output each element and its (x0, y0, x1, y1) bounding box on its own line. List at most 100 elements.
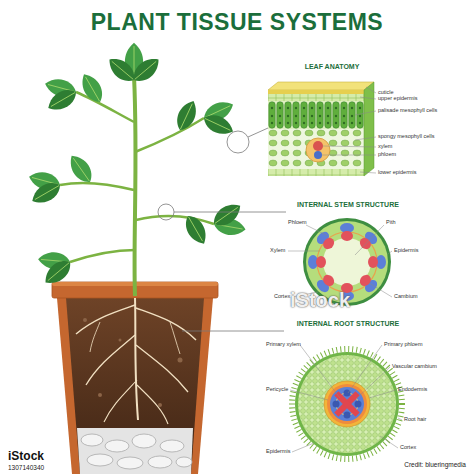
stem-xylem (341, 231, 353, 241)
zoom-circle (158, 204, 174, 220)
leader-line (398, 418, 402, 420)
leaf-side-face (364, 82, 374, 176)
pericycle (327, 384, 367, 424)
root (137, 385, 168, 424)
pot-body (57, 298, 213, 474)
diagram-title: PLANT TISSUE SYSTEMS (0, 9, 474, 36)
part-label: upper epidermis (378, 96, 417, 102)
part-label: Pericycle (266, 387, 288, 393)
part-label: Epidermis (394, 248, 418, 254)
root-hairs (292, 349, 402, 459)
leaf-xylem (313, 141, 323, 151)
root (104, 380, 137, 422)
stem-xylem (358, 273, 374, 289)
leader-line (290, 390, 328, 400)
rock (81, 434, 103, 446)
leader-line (380, 436, 398, 448)
leaf (201, 111, 237, 140)
rock (105, 440, 129, 452)
plant-branch (76, 92, 134, 122)
leaf (65, 151, 97, 187)
part-label: lower epidermis (378, 170, 417, 176)
leader-line (366, 87, 376, 93)
leader-line (355, 111, 376, 115)
primary-phloem (344, 412, 351, 419)
part-label: xylem (378, 144, 392, 150)
rock (117, 457, 143, 469)
leaf (104, 53, 139, 86)
leaf (209, 199, 245, 231)
soil (66, 298, 204, 474)
leader-line (248, 128, 268, 137)
leader-line (322, 155, 376, 156)
part-label: palisade mesophyll cells (378, 108, 437, 114)
zoom-circle (227, 131, 249, 153)
leader-line (369, 283, 392, 297)
stem-xylem (358, 236, 374, 252)
root-epidermis (295, 352, 399, 456)
part-label: Primary phloem (384, 342, 423, 348)
watermark: Credit: blueringmedia (404, 462, 466, 469)
soil-grain (98, 393, 102, 397)
leader-line (174, 212, 286, 213)
leaf-phloem (314, 151, 322, 159)
root (136, 308, 196, 340)
leader-line (388, 251, 392, 254)
part-label: Phloem (288, 220, 307, 226)
watermark: iStock (290, 290, 350, 310)
cuticle-top (268, 82, 374, 90)
primary-phloem (333, 401, 340, 408)
leader-line (369, 390, 396, 398)
leaf (129, 53, 164, 86)
lower-epidermis (268, 169, 364, 176)
rock (148, 456, 172, 468)
soil-grain (119, 339, 122, 342)
root (135, 298, 138, 420)
stem-xylem (321, 273, 337, 289)
leader-line (182, 331, 284, 332)
leaf (28, 178, 64, 208)
leader-line (306, 225, 328, 236)
leader-line (292, 443, 314, 452)
leader-line (360, 172, 376, 173)
soil-grain (83, 318, 87, 322)
soil-grain (178, 358, 183, 363)
stem-xylem (368, 256, 378, 268)
root (170, 322, 180, 354)
leader-line (355, 225, 384, 255)
root-cortex (298, 355, 396, 453)
leader-line (323, 146, 376, 147)
part-label: Vascular cambium (392, 364, 437, 370)
part-label: Cortex (400, 445, 416, 451)
part-label: Xylem (270, 248, 285, 254)
part-label: Cortex (274, 294, 290, 300)
plant-branch (70, 250, 135, 262)
primary-phloem (355, 401, 362, 408)
endodermis (324, 381, 370, 427)
part-label: Primary xylem (266, 342, 301, 348)
spongy-layer (268, 129, 364, 169)
leaf (40, 256, 75, 289)
watermark: iStock (8, 450, 44, 462)
root (86, 335, 135, 385)
leader-line (360, 97, 376, 99)
stem-cambium (317, 232, 377, 292)
leaf (181, 212, 211, 248)
part-label: Pith (386, 220, 395, 226)
root (136, 345, 188, 392)
part-label: cuticle (378, 90, 394, 96)
leaf (77, 70, 107, 106)
part-label: Epidermis (266, 449, 290, 455)
upper-epidermis (268, 94, 364, 101)
palisade-layer (268, 101, 364, 129)
part-label: phloem (378, 152, 396, 158)
rock (132, 434, 156, 448)
rock (160, 440, 184, 452)
part-label: Endodermis (398, 387, 427, 393)
stem-xylem (316, 256, 326, 268)
leaf (44, 85, 80, 115)
plant-branch (135, 118, 204, 152)
part-label: spongy mesophyll cells (378, 134, 435, 140)
